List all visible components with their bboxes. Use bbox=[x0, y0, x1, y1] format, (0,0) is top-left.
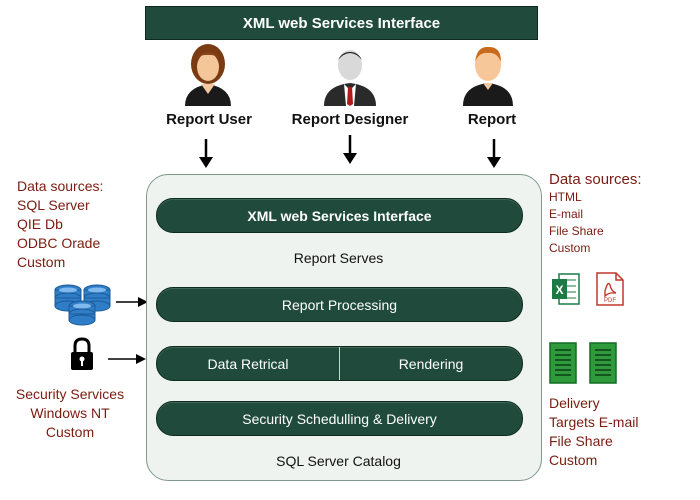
right-source-item: Custom bbox=[549, 241, 591, 255]
lock-icon bbox=[70, 337, 94, 376]
report-user-avatar-icon bbox=[177, 40, 239, 106]
right-arrow-icon bbox=[116, 296, 148, 308]
delivery-item: Custom bbox=[549, 452, 598, 468]
right-source-item: E-mail bbox=[549, 207, 584, 221]
delivery-targets: Delivery Targets E-mail File Share Custo… bbox=[549, 394, 638, 470]
data-retrical-label: Data Retrical bbox=[207, 355, 289, 372]
down-arrow-icon bbox=[486, 139, 502, 169]
database-icon bbox=[52, 282, 114, 331]
delivery-item: Delivery bbox=[549, 395, 600, 411]
left-source-item: ODBC Orade bbox=[17, 235, 101, 251]
pdf-file-icon: PDF bbox=[595, 271, 625, 312]
pill-divider bbox=[339, 347, 340, 380]
left-security-services: Security Services Windows NT Custom bbox=[7, 385, 133, 442]
left-data-sources: Data sources: SQL Server QIE Db ODBC Ora… bbox=[17, 177, 103, 272]
left-data-sources-title: Data sources: bbox=[17, 178, 104, 194]
delivery-item: File Share bbox=[549, 433, 613, 449]
delivery-document-icon bbox=[589, 342, 617, 389]
down-arrow-icon bbox=[342, 135, 358, 165]
role-report-user: Report User bbox=[166, 111, 252, 128]
security-item: Windows NT bbox=[30, 405, 110, 421]
data-rendering-pill: Data Retrical Rendering bbox=[156, 346, 523, 381]
role-report-designer: Report Designer bbox=[291, 111, 409, 128]
left-source-item: SQL Server bbox=[17, 197, 90, 213]
rendering-label: Rendering bbox=[398, 355, 464, 372]
pdf-label: PDF bbox=[604, 298, 616, 304]
excel-letter: X bbox=[555, 283, 563, 297]
security-scheduling-pill: Security Schedulling & Delivery bbox=[156, 401, 523, 436]
right-data-sources: Data sources: HTML E-mail File Share Cus… bbox=[549, 171, 642, 257]
down-arrow-icon bbox=[198, 139, 214, 169]
right-source-item: File Share bbox=[549, 224, 604, 238]
right-data-sources-title: Data sources: bbox=[549, 171, 642, 188]
right-arrow-icon bbox=[108, 353, 146, 365]
sql-server-catalog-label: SQL Server Catalog bbox=[276, 453, 401, 469]
delivery-document-icon bbox=[549, 342, 577, 389]
top-banner: XML web Services Interface bbox=[145, 6, 538, 40]
report-serves-label: Report Serves bbox=[293, 250, 384, 266]
left-source-item: QIE Db bbox=[17, 216, 63, 232]
delivery-item: Targets E-mail bbox=[549, 414, 639, 430]
right-source-item: HTML bbox=[549, 190, 582, 204]
left-source-item: Custom bbox=[17, 254, 66, 270]
report-designer-avatar-icon bbox=[318, 40, 382, 106]
role-report: Report bbox=[467, 111, 517, 128]
security-item: Custom bbox=[45, 424, 95, 440]
report-processing-pill: Report Processing bbox=[156, 287, 523, 322]
report-avatar-icon bbox=[457, 40, 519, 106]
xml-interface-pill: XML web Services Interface bbox=[156, 198, 523, 233]
security-item: Security Services bbox=[15, 386, 125, 402]
excel-file-icon: X bbox=[551, 272, 581, 311]
